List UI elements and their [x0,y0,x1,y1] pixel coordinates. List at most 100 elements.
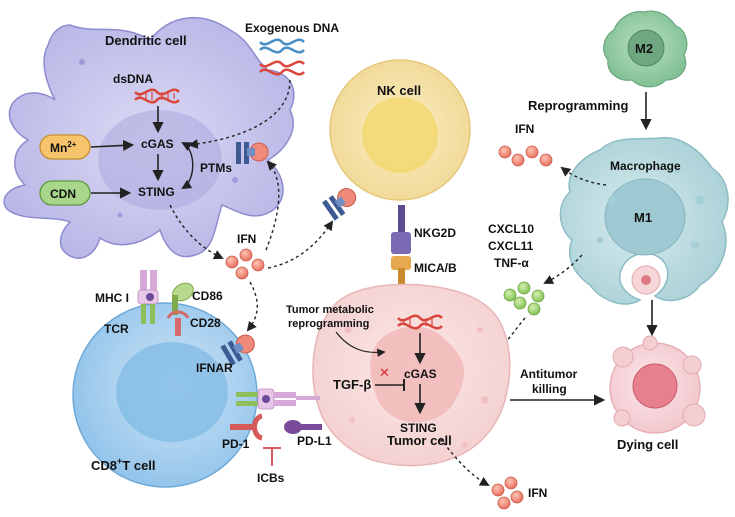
tumor-vesicle [462,442,468,448]
ifn-to-dc-arrow [265,160,280,251]
m2-nucleus [627,29,665,67]
tgfb-label: TGF-β [333,377,371,392]
macrophage-title: Macrophage [610,159,681,173]
dc-dsdna-label: dsDNA [113,72,153,86]
cdn-label: CDN [50,187,76,201]
dc-ifn-receptor [236,142,269,164]
ifn-center-dots [225,248,265,280]
tumor-vesicle [344,326,352,334]
nkg2d-label: NKG2D [414,226,456,240]
tumor-vesicle [477,327,483,333]
tcell-title-sup: + [117,456,122,466]
mn-label: Mn2+ [50,140,77,155]
antitumor-line2: killing [532,382,567,396]
dc-dsdna-helix [134,88,180,104]
mn-pill [39,134,91,160]
dying-nucleus [632,363,678,409]
ifn-macrophage-dots [498,145,553,167]
cdn-pill [39,180,91,206]
ifn-center-label: IFN [237,232,256,246]
cd86-cd28-complex [166,282,194,336]
cytokine-cxcl10: CXCL10 [488,222,534,236]
pd1-receptor [230,413,263,441]
exogenous-dna-arrow [188,79,291,149]
ifnar-label: IFNAR [196,361,233,375]
exogenous-dna-label: Exogenous DNA [245,21,339,35]
mn-sup: 2+ [67,140,76,149]
cytokine-tnfa: TNF-α [494,256,529,270]
tumor-cell [312,283,511,467]
mhc-label: MHC I [95,291,129,305]
apoptotic-bleb [612,346,634,368]
engulfed-core [641,275,651,285]
nk-cell [329,59,471,201]
exogenous-dna-helix-blue [259,38,305,54]
tumor-vesicle [349,417,355,423]
tumor-mhc-tcr [236,388,320,410]
nk-ifn-receptor [322,188,357,221]
metabolic-arrow [335,331,386,357]
tumor-nucleus [370,326,465,423]
ifn-bottom-dots [491,476,524,510]
cd8-t-cell [72,302,258,488]
apoptotic-bleb [613,409,631,427]
mica-label: MICA/B [414,261,457,275]
nkg2d-receptor [391,205,411,254]
ifn-to-nk-arrow [267,220,334,269]
mn-text: Mn [50,141,67,155]
tumor-cgas-label: cGAS [404,367,437,381]
dc-ptms-label: PTMs [200,161,232,175]
dying-cell-label: Dying cell [617,437,678,452]
tumor-sting-label: STING [400,421,437,435]
pdl1-ligand [284,420,322,434]
m2-label: M2 [635,41,653,56]
cytokine-dots [503,281,545,316]
dying-cell [609,335,706,434]
ifnar-receptor [220,334,255,366]
t-cell-nucleus [116,342,228,442]
mac-vesicle [673,166,681,174]
m1-label: M1 [634,210,652,225]
pdl1-label: PD-L1 [297,434,332,448]
apoptotic-bleb [682,355,702,375]
ifn-to-tcell-arrow [246,281,258,332]
dc-sting-label: STING [138,185,175,199]
block-x-icon: ✕ [379,366,390,381]
apoptotic-bleb [642,335,658,351]
mac-vesicle [691,241,699,249]
ptms-bracket [181,142,194,190]
tcell-title-pre: CD8 [91,458,117,473]
mn-arrow [90,139,135,152]
tumor-sting-to-ifn-arrow [439,437,490,486]
mica-ligand [391,256,411,294]
ifn-macrophage-label: IFN [515,122,534,136]
pd1-label: PD-1 [222,437,250,451]
dc-cgas-label: cGAS [141,137,174,151]
cd28-label: CD28 [190,316,221,330]
nk-nucleus [362,97,438,173]
macrophage-nucleus [604,178,686,256]
mac-vesicle [695,195,705,205]
reprogramming-label: Reprogramming [528,98,628,113]
mac-vesicle [608,196,616,204]
tcr-label: TCR [104,322,129,336]
cd86-label: CD86 [192,289,223,303]
nk-cell-title: NK cell [377,83,421,98]
ifn-bottom-label: IFN [528,486,547,500]
sting-to-ifn-arrow [169,204,224,260]
mhc-tcr-complex [137,270,159,324]
dc-vesicle [117,212,123,218]
tumor-metabolic-line1: Tumor metabolic [286,304,374,316]
dc-vesicle [79,59,85,65]
icbs-label: ICBs [257,471,285,485]
tumor-cell-title: Tumor cell [387,433,452,448]
tumor-dsdna-helix [397,314,443,330]
tumor-vesicle [481,396,489,404]
tcell-title-post: T cell [122,458,155,473]
mac-vesicle [596,236,604,244]
apoptotic-bleb [682,403,706,427]
macrophage [559,136,729,305]
macrophage-to-cytokine-arrow [543,254,583,284]
